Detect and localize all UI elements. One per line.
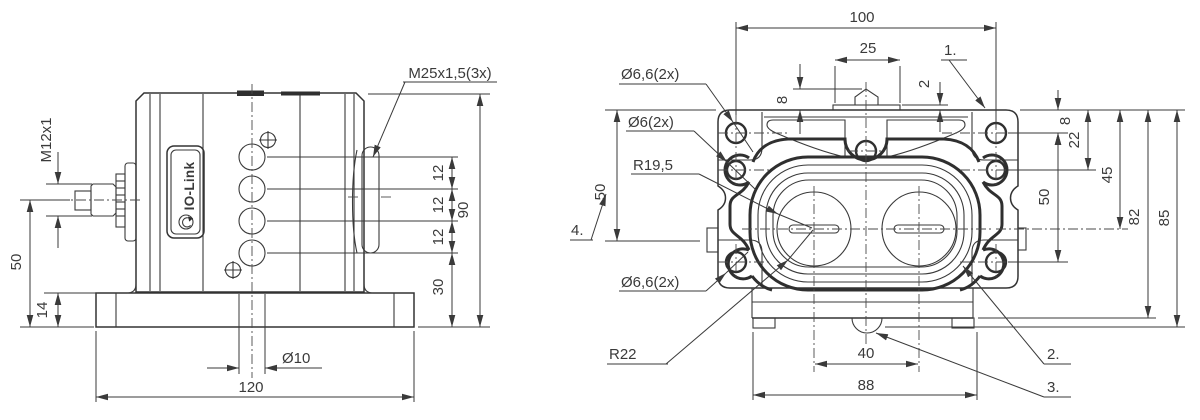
- callout-4: 4.: [571, 222, 584, 239]
- io-link-label: IO-Link: [182, 162, 197, 211]
- dim-8-tab: 8: [774, 96, 791, 104]
- dim-m12x1: M12x1: [38, 117, 55, 162]
- dim-pitch-12a: 12: [430, 165, 447, 182]
- io-link-label-plate: IO-Link: [166, 145, 205, 239]
- screw-icon: [224, 261, 242, 279]
- io-link-logo-icon: [178, 214, 194, 230]
- device-body-outline: [135, 92, 365, 293]
- dim-50-span: 50: [1036, 189, 1053, 206]
- label-m25-gland: M25x1,5(3x): [408, 65, 491, 82]
- housing-gasket-outline: [723, 137, 1009, 292]
- label-r22: R22: [609, 346, 637, 363]
- dim-2: 2: [916, 80, 933, 88]
- m25-gland-boss: [351, 146, 380, 254]
- dim-45: 45: [1099, 167, 1116, 184]
- dim-25: 25: [860, 40, 877, 57]
- dim-100: 100: [849, 9, 874, 26]
- flange-plate-outline: [717, 109, 1019, 289]
- m12-connector: [74, 162, 137, 242]
- dim-22: 22: [1066, 132, 1083, 149]
- label-r195: R19,5: [633, 157, 673, 174]
- dim-pitch-12b: 12: [430, 197, 447, 214]
- label-hole-mid: Ø6(2x): [628, 114, 674, 131]
- label-hole-top: Ø6,6(2x): [621, 66, 679, 83]
- mounting-base: [95, 292, 415, 328]
- dim-50-left: 50: [8, 254, 25, 271]
- screw-icon: [259, 131, 277, 149]
- callout-3: 3.: [1047, 379, 1060, 396]
- top-seal-slot: [281, 91, 320, 96]
- dim-82: 82: [1126, 209, 1143, 226]
- top-view: [706, 82, 1128, 372]
- dim-90: 90: [455, 202, 472, 219]
- bottom-center-lug: [851, 317, 883, 334]
- dim-30: 30: [430, 279, 447, 296]
- side-tab: [1017, 227, 1027, 251]
- side-view: IO-Link: [58, 84, 415, 378]
- dim-88: 88: [858, 377, 875, 394]
- label-hole-bottom: Ø6,6(2x): [621, 274, 679, 291]
- dimension-texts: M12x1 50 14 120 Ø10 12 12 12 30 90 M25x1…: [8, 9, 1173, 396]
- dim-14: 14: [34, 302, 51, 319]
- side-tab: [706, 227, 719, 253]
- top-seal-slot: [237, 90, 264, 96]
- dim-85: 85: [1156, 210, 1173, 227]
- dim-120: 120: [238, 379, 263, 396]
- side-view-dimensions: [20, 81, 497, 402]
- callout-2: 2.: [1047, 346, 1060, 363]
- top-view-dimensions: [570, 22, 1185, 400]
- top-tab: [832, 88, 901, 111]
- callout-1: 1.: [944, 42, 957, 59]
- dim-8-right: 8: [1057, 117, 1074, 125]
- dim-dia10: Ø10: [282, 350, 310, 367]
- dim-50-left-span: 50: [592, 184, 609, 201]
- dim-pitch-12c: 12: [430, 229, 447, 246]
- bottom-foot: [751, 288, 975, 334]
- dim-40: 40: [858, 345, 875, 362]
